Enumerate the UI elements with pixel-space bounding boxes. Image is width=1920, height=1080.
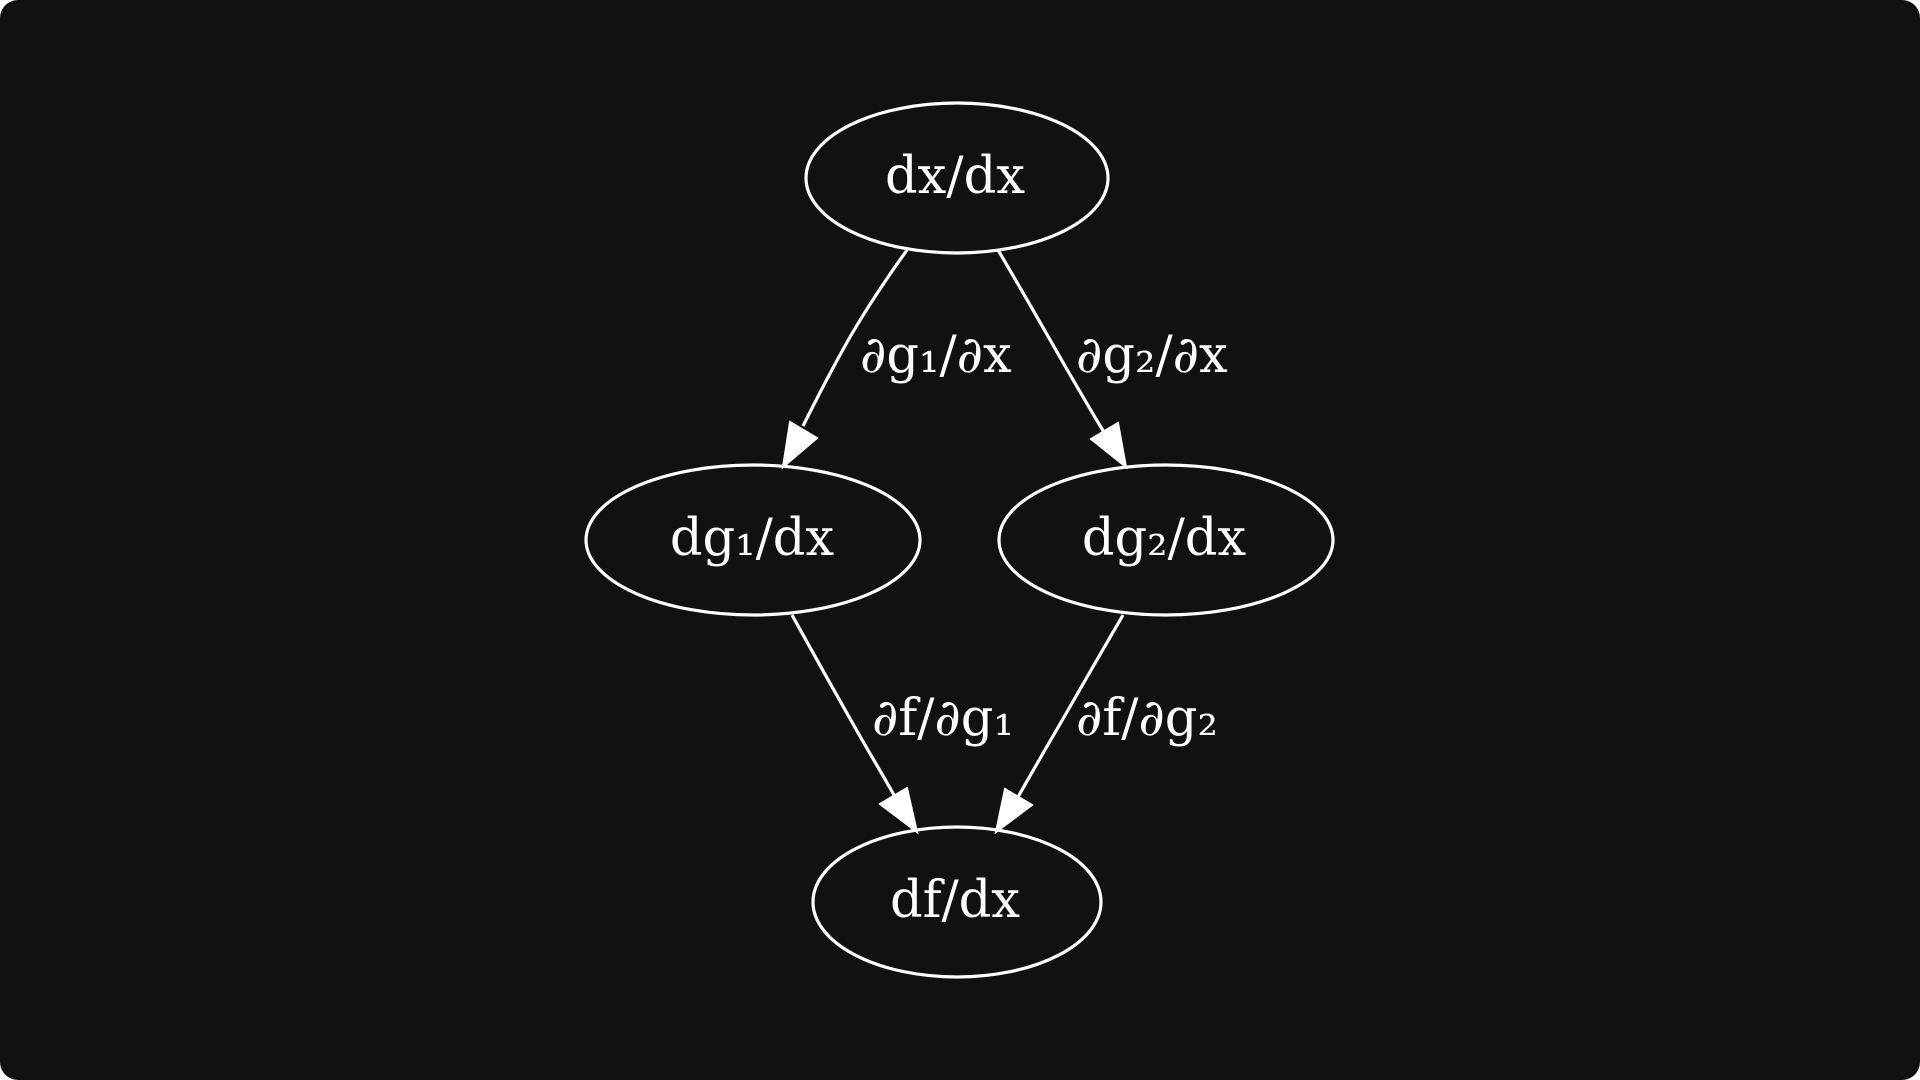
node-label: df/dx: [890, 871, 1020, 930]
edge-label-dg1-dx: ∂g₁/∂x: [860, 326, 1012, 385]
arrow-head: [878, 786, 919, 835]
edge-line: [996, 249, 1106, 433]
edge-dx-to-dg2: ∂g₂/∂x: [996, 249, 1228, 470]
edge-label-df-dg1: ∂f/∂g₁: [872, 689, 1014, 748]
node-label: dg₁/dx: [670, 509, 835, 568]
edge-dg2-to-df: ∂f/∂g₂: [994, 614, 1218, 835]
edge-label-dg2-dx: ∂g₂/∂x: [1076, 326, 1228, 385]
node-dg1-dx: dg₁/dx: [584, 463, 922, 617]
node-ellipse: [584, 463, 922, 617]
node-df-dx: df/dx: [811, 825, 1103, 979]
node-dx-dx: dx/dx: [804, 101, 1110, 255]
node-dg2-dx: dg₂/dx: [997, 463, 1335, 617]
node-label: dx/dx: [885, 147, 1025, 206]
node-label: dg₂/dx: [1082, 509, 1247, 568]
edge-line: [801, 249, 909, 427]
arrow-head: [1089, 421, 1128, 470]
edge-dx-to-dg1: ∂g₁/∂x: [781, 249, 1012, 470]
edge-label-df-dg2: ∂f/∂g₂: [1076, 689, 1218, 748]
edge-dg1-to-df: ∂f/∂g₁: [790, 614, 1014, 835]
node-ellipse: [997, 463, 1335, 617]
node-ellipse: [811, 825, 1103, 979]
arrow-head: [781, 420, 819, 470]
edge-line: [1016, 614, 1125, 798]
node-ellipse: [804, 101, 1110, 255]
arrow-head: [994, 787, 1034, 835]
edge-line: [790, 614, 896, 796]
